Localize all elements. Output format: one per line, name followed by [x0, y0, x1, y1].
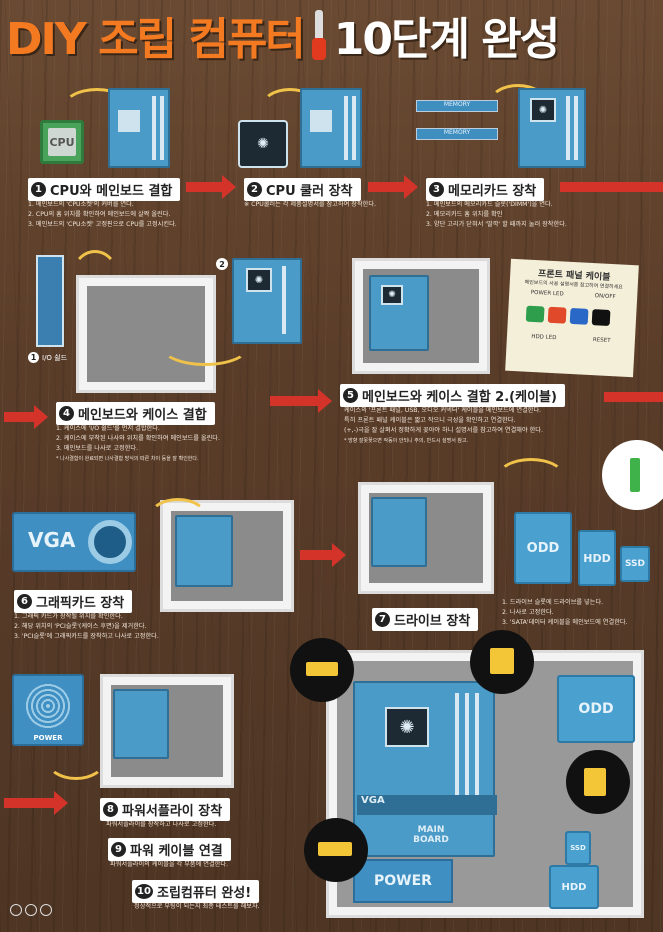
connector-callout	[290, 638, 354, 702]
license-icons	[10, 904, 52, 916]
front-panel-note: 프론트 패널 케이블 메인보드의 사용 설명서를 참고하여 연결하세요 POWE…	[505, 258, 639, 378]
mainboard-illustration	[300, 88, 362, 168]
flow-arrow	[560, 182, 663, 192]
connector-callout	[470, 630, 534, 694]
step-2-desc: ※ CPU쿨러는 각 제품설명서를 참고하여 장착한다.	[244, 201, 377, 208]
arrow-curve-icon	[160, 326, 250, 366]
final-odd: ODD	[557, 675, 635, 743]
mainboard-illustration: ✺	[518, 88, 586, 168]
io-shield-icon	[36, 255, 64, 347]
memory-stick-icon: MEMORY	[416, 128, 498, 140]
step-1-desc: 1. 메인보드의 'CPU소켓'의 커버를 연다.2. CPU의 홈 위치를 확…	[28, 201, 177, 228]
connector-callout	[566, 750, 630, 814]
flow-arrow	[4, 791, 68, 815]
step-7-desc: 1. 드라이브 슬롯에 드라이브를 넣는다.2. 나사로 고정한다.3. 'SA…	[502, 599, 628, 626]
case-with-drives-illustration	[358, 482, 494, 594]
cpu-cooler-icon: ✺	[238, 120, 288, 168]
flow-arrow	[4, 405, 48, 429]
arrow-curve-icon	[46, 740, 106, 780]
memory-stick-icon: MEMORY	[416, 100, 498, 112]
step-6-desc: 1. 그래픽 카드가 장착될 위치를 확인한다.2. 해당 위치의 'PCI슬롯…	[14, 613, 159, 640]
arrow-curve-icon	[70, 250, 120, 310]
flow-arrow	[368, 175, 418, 199]
odd-drive-icon: ODD	[514, 512, 572, 584]
final-ssd: SSD	[565, 831, 591, 865]
flow-arrow	[300, 543, 346, 567]
mainboard-illustration: ✺	[232, 258, 302, 344]
power-supply-icon: POWER	[12, 674, 84, 746]
final-mainboard: ✺ MAIN BOARD	[353, 681, 495, 857]
screwdriver-icon	[310, 10, 328, 60]
step-8-desc: 파워서플라이를 장착하고 나사로 고정한다.	[106, 821, 217, 828]
arrow-curve-icon	[260, 88, 320, 128]
arrow-curve-icon	[496, 458, 566, 498]
cpu-chip-icon: CPU	[40, 120, 84, 164]
step-4-desc: 1. 케이스에 'I/O 쉴드'를 먼저 결합한다.2. 케이스에 부착된 나사…	[56, 425, 220, 462]
arrow-curve-icon	[488, 84, 548, 124]
ssd-drive-icon: SSD	[620, 546, 650, 582]
case-with-psu-illustration	[100, 674, 234, 788]
case-illustration	[76, 275, 216, 393]
step-9-desc: 파워서플라이의 케이블을 각 부품에 연결한다.	[110, 861, 228, 868]
badge-2: 2	[216, 258, 228, 270]
title-part-b: 10단계 완성	[333, 14, 560, 65]
flow-arrow	[186, 175, 236, 199]
arrow-curve-icon	[62, 88, 132, 128]
case-with-board-illustration: ✺	[352, 258, 490, 374]
arrow-curve-icon	[148, 498, 208, 538]
graphics-card-illustration: VGA	[12, 512, 136, 572]
final-power-supply: POWER	[353, 859, 453, 903]
final-hdd: HDD	[549, 865, 599, 909]
flow-arrow	[604, 392, 663, 402]
hdd-drive-icon: HDD	[578, 530, 616, 586]
connector-callout	[304, 818, 368, 882]
final-vga-card: VGA	[357, 795, 497, 815]
flow-arrow	[270, 389, 332, 413]
step-5-desc: 케이스의 '프론트 패널, USB, 오디오 커넥터' 케이블을 메인보드에 연…	[344, 407, 543, 444]
step-10-desc: 정상적으로 부팅이 되는지 최종 테스트를 해보자.	[134, 903, 260, 910]
sata-connector-callout	[602, 440, 663, 510]
title-part-a: DIY 조립 컴퓨터	[6, 14, 306, 65]
step-3-desc: 1. 메인보드의 메모리카드 슬롯('DIMM')을 연다.2. 메모리카드 홈…	[426, 201, 567, 228]
mainboard-illustration	[108, 88, 170, 168]
page-title: DIY 조립 컴퓨터 10단계 완성	[6, 4, 656, 66]
